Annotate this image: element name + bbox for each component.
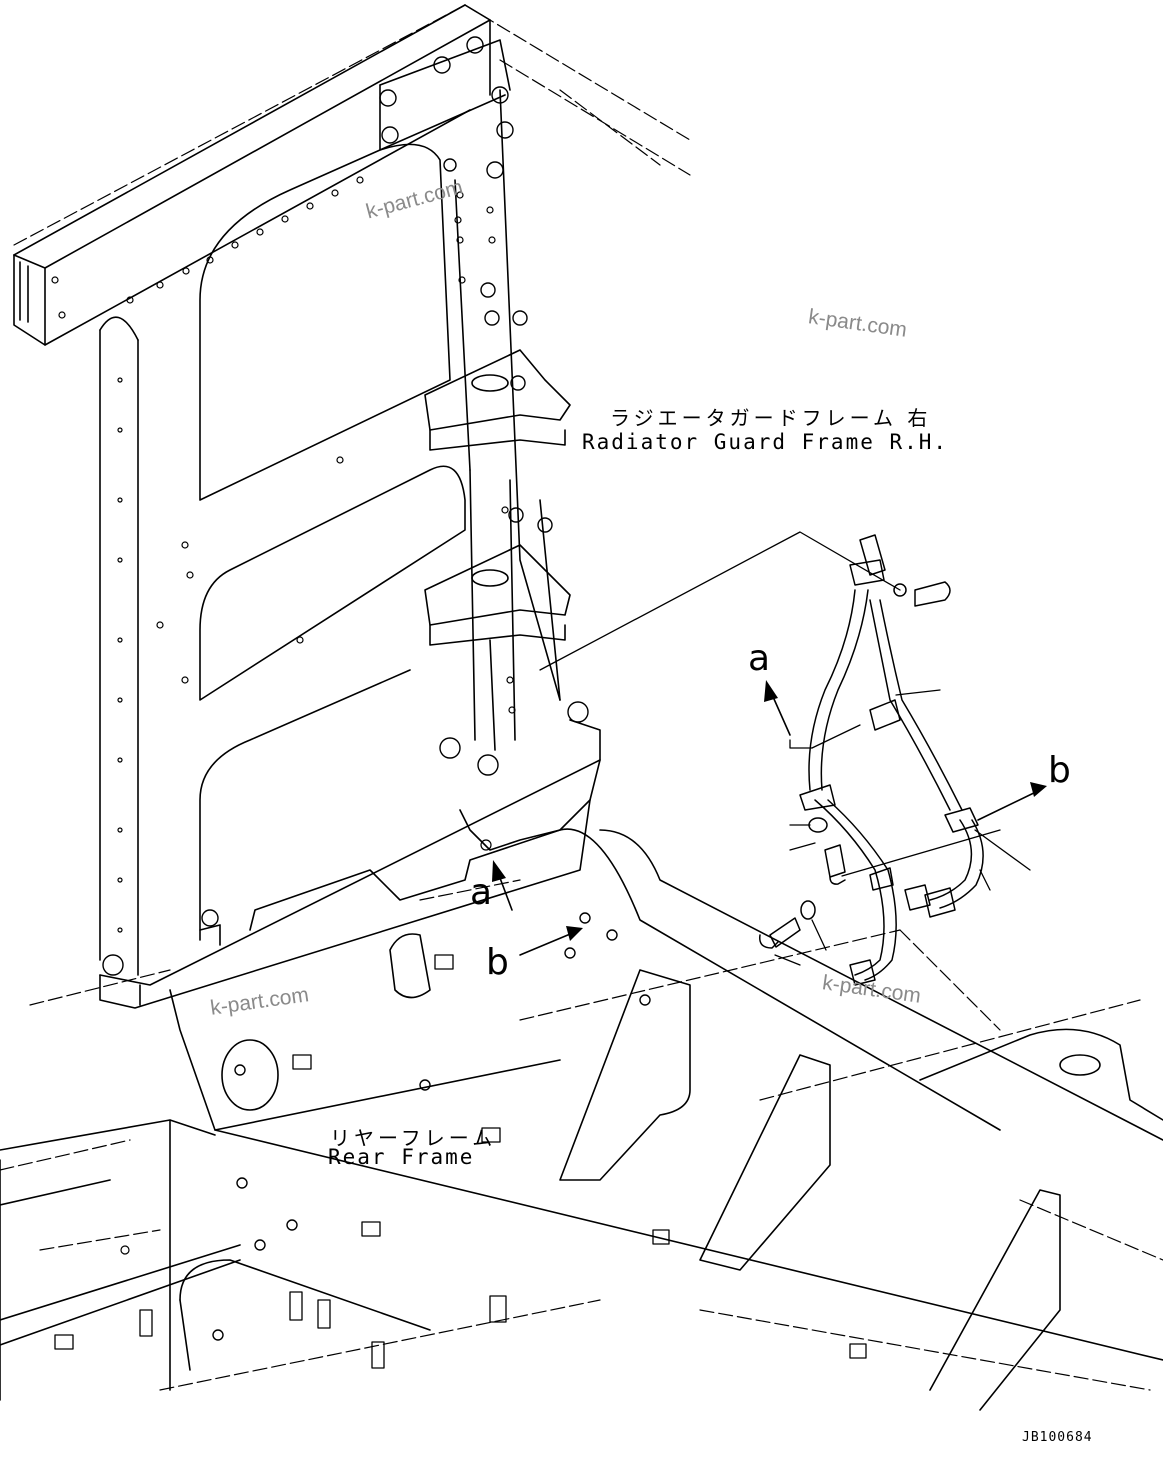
callout-b-harness: b bbox=[1048, 750, 1071, 791]
frame-bolts bbox=[102, 36, 651, 1341]
phantom-lines bbox=[0, 4, 1163, 1391]
rear-frame bbox=[0, 828, 1163, 1411]
leader-lines bbox=[539, 531, 1031, 966]
radiator-guard-frame-label-en: Radiator Guard Frame R.H. bbox=[582, 430, 949, 454]
frame-holes bbox=[51, 176, 516, 1255]
drawing-code: JB100684 bbox=[1022, 1430, 1093, 1445]
radiator-guard-frame-label-jp: ラジエータガードフレーム 右 bbox=[610, 406, 932, 430]
callout-b-frame: b bbox=[486, 942, 509, 983]
clip-brackets bbox=[54, 954, 867, 1369]
rear-frame-label-en: Rear Frame bbox=[328, 1145, 475, 1169]
callout-a-frame: a bbox=[470, 872, 493, 913]
rear-frame-label-jp: リヤーフレーム bbox=[330, 1126, 497, 1150]
harness-assembly bbox=[759, 534, 984, 986]
callout-arrows bbox=[496, 689, 1041, 956]
callout-a-harness: a bbox=[748, 638, 771, 679]
radiator-guard-frame bbox=[13, 4, 601, 1009]
arrow-heads bbox=[492, 680, 1047, 941]
